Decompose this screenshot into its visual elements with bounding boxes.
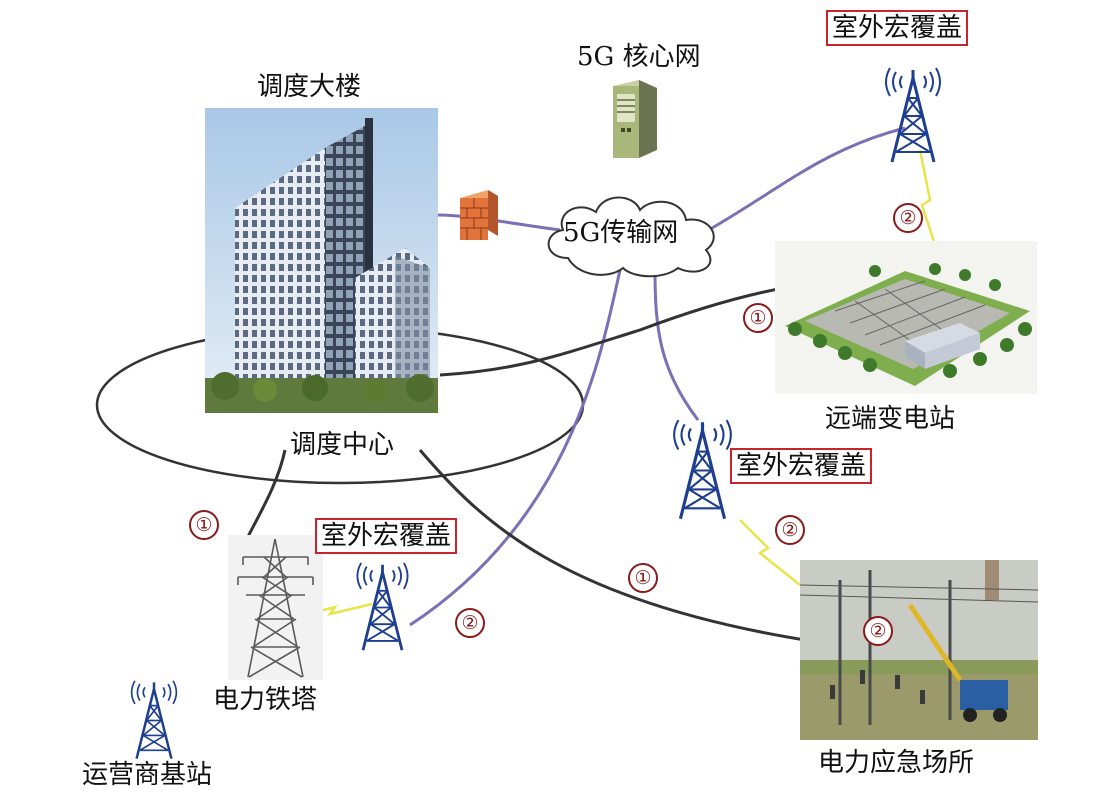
firewall-icon	[460, 190, 498, 240]
server-icon	[613, 80, 657, 158]
marker-fiber-emergency: ①	[628, 563, 658, 593]
pylon-icon	[228, 535, 323, 680]
antenna-icon-macro2	[673, 419, 732, 520]
dispatch-building-image	[205, 108, 438, 413]
transport-network-label: 5G传输网	[563, 218, 679, 248]
outdoor-macro-label-3: 室外宏覆盖	[315, 518, 458, 554]
wireless-macro1-substation	[918, 149, 942, 261]
marker-wireless-macro2: ②	[775, 515, 805, 545]
antenna-icon-macro3	[356, 562, 409, 651]
link-cloud-macro1	[699, 126, 906, 237]
dispatch-building-label: 调度大楼	[257, 72, 362, 102]
operator-base-station-label: 运营商基站	[82, 760, 213, 790]
marker-wireless-emergency: ②	[863, 616, 893, 646]
cloud-icon	[547, 196, 715, 278]
antenna-icon-macro1	[885, 67, 941, 163]
marker-wireless-macro3: ②	[455, 608, 485, 638]
outdoor-macro-label-2: 室外宏覆盖	[730, 448, 873, 484]
wireless-macro2-emergency	[739, 519, 801, 586]
core-network-label: 5G 核心网	[577, 42, 701, 72]
remote-substation-label: 远端变电站	[825, 404, 956, 434]
marker-fiber-pylon: ①	[189, 510, 219, 540]
link-cloud-macro3	[409, 269, 622, 627]
emergency-site-label: 电力应急场所	[818, 748, 975, 778]
emergency-site-image	[800, 560, 1038, 740]
marker-fiber-substation: ①	[743, 303, 773, 333]
substation-image	[775, 241, 1037, 394]
antenna-icon-operator	[130, 680, 178, 759]
dispatch-center-label: 调度中心	[290, 430, 395, 460]
link-ring-emergency	[418, 449, 806, 642]
link-cloud-macro2	[653, 269, 700, 421]
outdoor-macro-label-1: 室外宏覆盖	[826, 10, 969, 46]
marker-wireless-macro1: ②	[893, 203, 923, 233]
power-tower-label: 电力铁塔	[213, 685, 318, 715]
